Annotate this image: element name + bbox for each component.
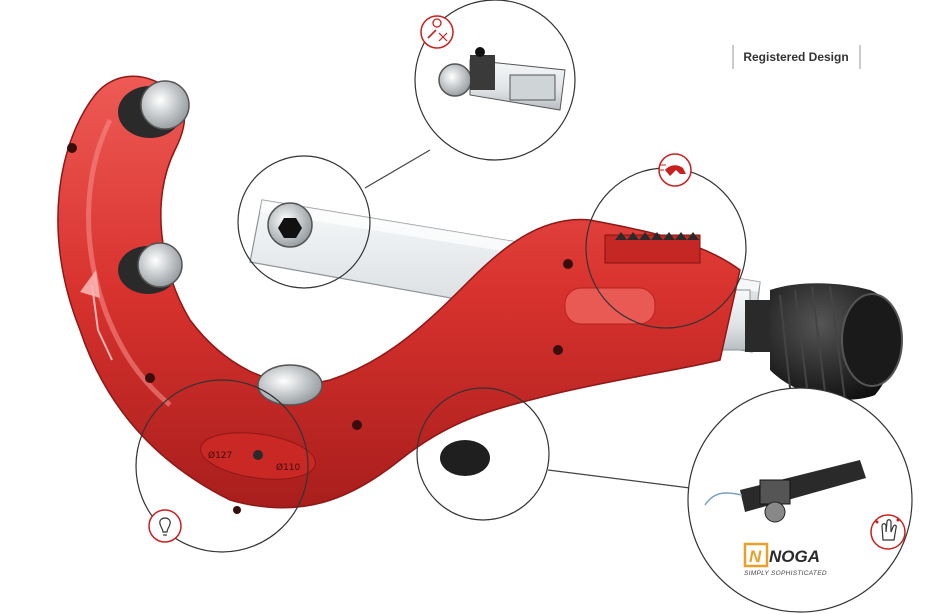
hand-touch-icon [870, 514, 906, 550]
logo-tagline: SIMPLY SOPHISTICATED [744, 570, 827, 577]
lightbulb-icon [148, 509, 182, 543]
cutter-detail [704, 460, 866, 523]
guide-rollers [118, 80, 323, 406]
hex-socket-detail [267, 202, 313, 248]
blade-carrier-detail [438, 47, 566, 111]
registered-design-badge: Registered Design [732, 45, 861, 69]
speed-icon [658, 153, 692, 187]
callout-lines [364, 149, 691, 489]
logo-mark: N [749, 547, 762, 566]
tool-body: Ø127 Ø110 [57, 75, 741, 514]
engraving-127: Ø127 [208, 450, 232, 461]
blade-change-icon [420, 15, 454, 49]
engraving-110: Ø110 [276, 462, 301, 473]
logo-name: NOGA [769, 547, 820, 566]
feed-knob [745, 283, 903, 401]
noga-logo: N NOGA SIMPLY SOPHISTICATED [743, 542, 827, 577]
registered-design-label: Registered Design [743, 50, 848, 64]
bottom-thumbwheel [440, 440, 490, 476]
